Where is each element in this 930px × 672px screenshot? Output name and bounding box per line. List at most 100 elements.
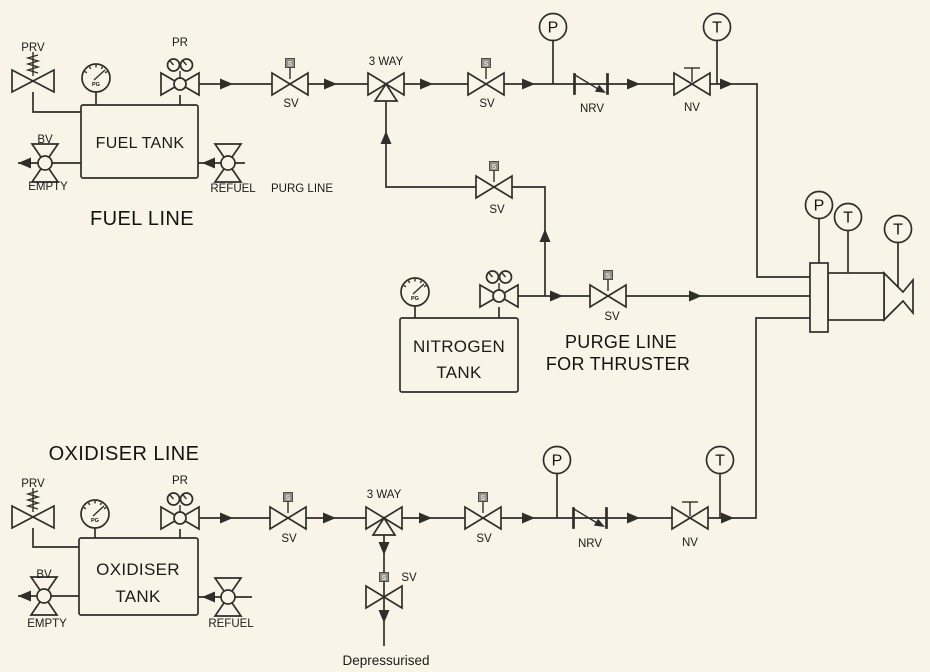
fuel-p-gauge: P [538, 12, 568, 42]
ox-pg-gauge: PG [80, 499, 110, 529]
fuel-sv1-valve: S [271, 58, 309, 96]
fuel-bv-label: BV [37, 134, 53, 146]
flow-arrow [721, 512, 734, 524]
ox-prv-label: PRV [21, 478, 45, 490]
ox-drain-sv-valve: S [365, 572, 403, 609]
fuel-three-way-valve [368, 73, 404, 101]
flow-arrow [324, 78, 337, 90]
solenoid-letter: S [481, 495, 486, 502]
purge-branch-pipe [385, 100, 546, 296]
flow-arrow [380, 131, 392, 144]
solenoid-icon: S [478, 492, 488, 502]
fuel-t-gauge-letter: T [712, 20, 722, 37]
thruster [809, 262, 914, 333]
ox-pr-label: PR [172, 475, 188, 487]
flow-arrow [18, 590, 31, 602]
solenoid-letter: S [286, 495, 291, 502]
flow-arrow [18, 157, 31, 169]
fuel-pr-regulator [160, 58, 200, 96]
fuel-t-gauge: T [702, 12, 732, 42]
nitrogen-pg-gauge: PG [400, 277, 430, 307]
ox-nv-valve [672, 502, 708, 529]
ox-t-gauge-letter: T [715, 453, 725, 470]
solenoid-letter: S [492, 164, 497, 171]
flow-arrow [378, 610, 390, 623]
thruster-chamber [827, 272, 885, 321]
thruster-manifold [809, 262, 829, 333]
fuel-nrv-label: NRV [580, 103, 604, 115]
solenoid-icon: S [481, 58, 491, 68]
flow-arrow [627, 78, 640, 90]
fuel-p-gauge-letter: P [548, 20, 559, 37]
ox-prv-valve [11, 487, 55, 529]
fuel-prv-link-pipe [32, 92, 81, 113]
flow-arrow [689, 290, 702, 302]
fuel-pg-gauge: PG [81, 63, 111, 93]
ox-p-gauge-letter: P [552, 453, 563, 470]
fuel-nv-label: NV [684, 102, 700, 114]
fuel-sv2-valve: S [467, 58, 505, 96]
fuel-sv2-label: SV [479, 98, 495, 110]
fuel-refuel-label: REFUEL [210, 183, 256, 195]
fuel-prv-valve [11, 51, 55, 93]
solenoid-icon: S [379, 572, 389, 582]
flow-arrow [522, 512, 535, 524]
ox-pr-regulator [160, 492, 200, 530]
solenoid-letter: S [382, 575, 387, 582]
flow-arrow [378, 542, 390, 555]
thruster-t2-gauge-letter: T [893, 222, 903, 239]
flow-arrow [539, 229, 551, 242]
fuel-line-title: FUEL LINE [90, 208, 194, 230]
ox-sv2-label: SV [476, 533, 492, 545]
solenoid-icon: S [603, 270, 613, 280]
flow-arrow [720, 78, 733, 90]
flow-arrow [220, 78, 233, 90]
flow-arrow [522, 78, 535, 90]
thruster-p-gauge: P [804, 190, 834, 220]
solenoid-icon: S [285, 58, 295, 68]
nitrogen-tank-label-2: TANK [436, 363, 482, 382]
ox-sv2-valve: S [464, 492, 502, 530]
ox-sv1-label: SV [281, 533, 297, 545]
thruster-t1-gauge-letter: T [843, 210, 853, 227]
pg-icon-label: PG [92, 82, 100, 88]
purge-title-line2: FOR THRUSTER [546, 354, 690, 374]
oxidiser-tank-label-1: OXIDISER [96, 560, 180, 579]
ox-refuel-label: REFUEL [208, 618, 254, 630]
fuel-prv-label: PRV [21, 42, 45, 54]
ox-bv-label: BV [36, 569, 52, 581]
flow-arrow [550, 290, 563, 302]
depressurised-label: Depressurised [342, 653, 429, 668]
flow-arrow [420, 78, 433, 90]
solenoid-icon: S [283, 492, 293, 502]
purge-sv-main-valve: S [589, 270, 627, 308]
fuel-pr-label: PR [172, 37, 188, 49]
fuel-nv-valve [674, 68, 710, 95]
purg-line-label: PURG LINE [271, 183, 333, 195]
fuel-tank-label: FUEL TANK [96, 135, 185, 152]
ox-t-gauge: T [705, 445, 735, 475]
flow-arrow [627, 512, 640, 524]
oxidiser-tank: OXIDISER TANK [78, 537, 199, 616]
oxidiser-line-title: OXIDISER LINE [49, 443, 200, 465]
purge-sv-main-label: SV [604, 311, 620, 323]
thruster-t1-gauge: T [833, 202, 863, 232]
purge-sv-top-valve: S [475, 161, 513, 199]
fuel-empty-label: EMPTY [28, 181, 68, 193]
ox-sv1-valve: S [269, 492, 307, 530]
flow-arrow [202, 591, 215, 603]
solenoid-letter: S [288, 61, 293, 68]
ox-empty-label: EMPTY [27, 618, 67, 630]
flow-arrow [202, 157, 215, 169]
fuel-tank: FUEL TANK [80, 104, 199, 179]
ox-prv-link-pipe [32, 528, 79, 548]
nitrogen-tank: NITROGEN TANK [399, 317, 519, 393]
ox-nrv-label: NRV [578, 538, 602, 550]
ox-p-gauge: P [542, 445, 572, 475]
flow-arrow [419, 512, 432, 524]
purge-title-line1: PURGE LINE [565, 332, 677, 352]
oxidiser-tank-label-2: TANK [115, 587, 161, 606]
thruster-p-gauge-letter: P [814, 198, 825, 215]
